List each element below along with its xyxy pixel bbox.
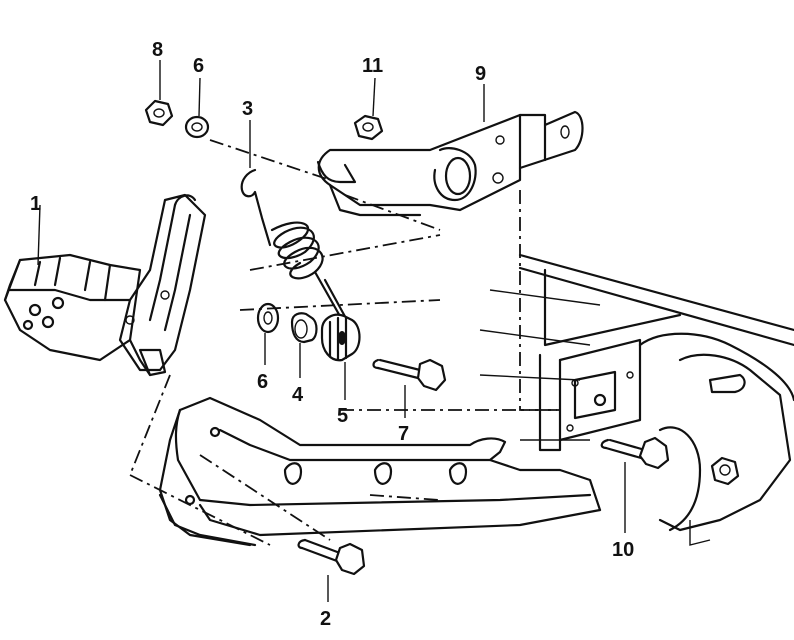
- engine-mount-casting: [638, 332, 794, 546]
- alignment-lines: [129, 139, 560, 546]
- callout-5: 5: [337, 405, 348, 427]
- callout-10: 10: [612, 539, 634, 561]
- rubber-bushing-part-5: [320, 313, 361, 362]
- callout-4: 4: [292, 384, 304, 406]
- washer-part-6-lower: [256, 302, 280, 334]
- bolt-part-7: [372, 358, 447, 392]
- bushing-part-4: [290, 312, 318, 344]
- callout-9: 9: [475, 63, 486, 85]
- callout-2: 2: [320, 608, 331, 630]
- nut-part-11: [353, 114, 384, 141]
- callout-3: 3: [242, 98, 253, 120]
- callout-6-upper: 6: [193, 55, 204, 77]
- base-plate: [158, 396, 602, 547]
- frame-rail: [479, 253, 794, 452]
- callout-6-lower: 6: [257, 371, 268, 393]
- callout-11: 11: [362, 55, 383, 77]
- lever-assembly-part-1: [3, 193, 207, 377]
- callout-8: 8: [152, 39, 163, 61]
- leader-lines: [37, 60, 626, 602]
- bracket-part-9: [316, 110, 584, 217]
- callout-1: 1: [30, 193, 41, 215]
- bolt-part-10: [600, 436, 670, 470]
- callout-labels: 1 8 6 3 11 9 6 4 5 7 10 2: [30, 39, 634, 630]
- callout-7: 7: [398, 423, 409, 445]
- bolt-part-2: [297, 538, 366, 576]
- spring-part-3: [240, 168, 350, 327]
- washer-part-6-upper: [184, 115, 210, 139]
- nut-part-8: [144, 99, 174, 127]
